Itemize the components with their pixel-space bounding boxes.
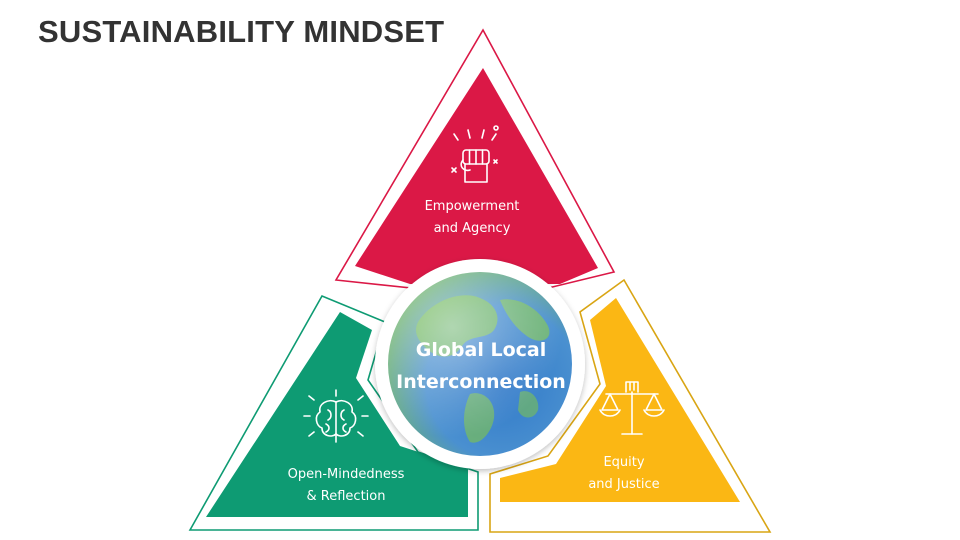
- segment-equity-line2: and Justice: [588, 477, 659, 492]
- center-globe: Global Local Interconnection: [375, 259, 585, 469]
- globe-shine: [388, 272, 572, 456]
- segment-open-mindedness-fill: [206, 312, 468, 517]
- page-title: SUSTAINABILITY MINDSET: [38, 14, 445, 49]
- segment-open-mindedness-line1: Open-Mindedness: [288, 467, 405, 482]
- segment-equity-outline: [489, 278, 772, 533]
- globe-label-line2: Interconnection: [396, 371, 566, 393]
- raised-fist-icon: [451, 125, 499, 183]
- segment-open-mindedness: Open-Mindedness & Reflection: [188, 294, 479, 531]
- segment-equity: Equity and Justice: [489, 278, 772, 533]
- segment-empowerment-fill: [355, 68, 598, 284]
- segment-equity-fill: [500, 298, 740, 502]
- scales-of-justice-icon: [599, 381, 665, 435]
- segment-equity-line1: Equity: [603, 455, 644, 470]
- brain-icon: [303, 389, 369, 443]
- segment-empowerment-line1: Empowerment: [425, 199, 520, 214]
- segment-empowerment-line2: and Agency: [434, 221, 511, 236]
- globe-label-line1: Global Local: [416, 339, 546, 361]
- segment-open-mindedness-line2: & Reflection: [307, 489, 386, 504]
- segment-empowerment: Empowerment and Agency: [334, 28, 616, 291]
